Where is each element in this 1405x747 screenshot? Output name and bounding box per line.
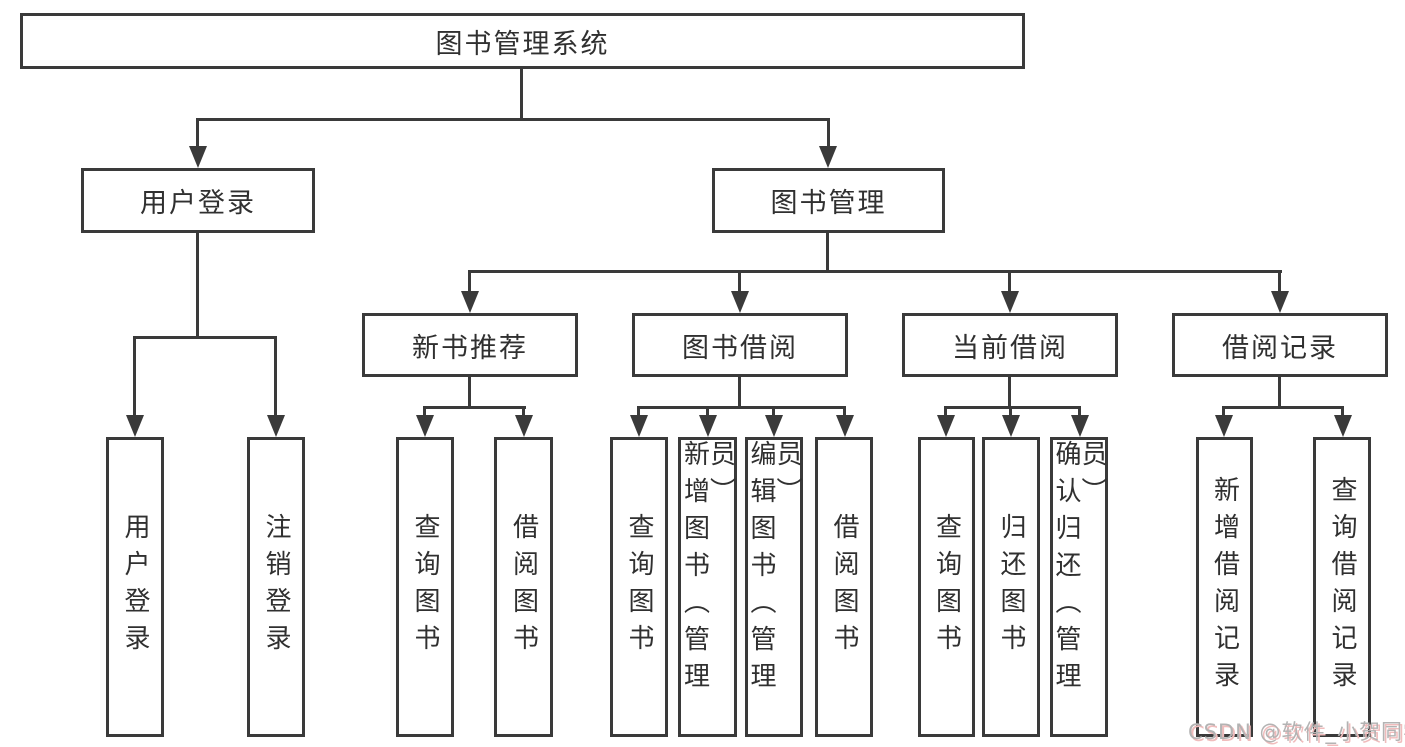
arrowhead: [1215, 415, 1233, 437]
node-label: 查询图书: [410, 513, 440, 661]
connector-records-stem: [1278, 377, 1281, 409]
arrowhead-user-login: [189, 146, 207, 168]
arrowhead: [765, 415, 783, 437]
connector-leg: [1222, 406, 1225, 420]
node-label: 借阅图书: [829, 513, 859, 661]
connector-bookmgmt-stem: [826, 233, 829, 273]
connector-leg-new-rec: [468, 270, 471, 298]
connector-current-rail: [944, 406, 1081, 409]
node-label: 归还图书: [996, 513, 1026, 661]
node-borrow-records: 借阅记录: [1172, 313, 1388, 377]
node-label: 查询图书: [931, 513, 962, 661]
arrowhead-borrow: [731, 291, 749, 313]
connector-leg: [522, 406, 525, 420]
arrowhead: [836, 415, 854, 437]
leaf-current-confirm-return-admin: 确认归还（管理员）: [1050, 437, 1108, 737]
arrowhead: [699, 415, 717, 437]
arrowhead: [1071, 415, 1089, 437]
node-label: 新书推荐: [412, 332, 528, 364]
arrowhead-new-rec: [461, 291, 479, 313]
leaf-current-query-book: 查询图书: [918, 437, 975, 737]
arrowhead: [1334, 415, 1352, 437]
node-new-book-recommend: 新书推荐: [362, 313, 578, 377]
connector-userlogin-rail: [133, 336, 277, 339]
connector-current-stem: [1008, 377, 1011, 409]
node-book-management: 图书管理: [712, 168, 945, 233]
leaf-borrow-add-book-admin: 新增图书（管理员）: [678, 437, 737, 737]
connector-leg-login-leaf: [133, 336, 136, 419]
node-label: 图书借阅: [682, 332, 798, 364]
node-label: 图书管理: [770, 188, 887, 219]
arrowhead-book-mgmt: [819, 146, 837, 168]
node-label: 用户登录: [120, 513, 150, 661]
node-label: 当前借阅: [952, 332, 1068, 364]
node-label: 图书管理系统: [435, 28, 610, 60]
connector-borrow-stem: [738, 377, 741, 409]
connector-leg: [706, 406, 709, 420]
connector-leg: [1341, 406, 1344, 420]
arrowhead: [937, 415, 955, 437]
connector-root-rail: [196, 118, 830, 121]
leaf-records-query-record: 查询借阅记录: [1313, 437, 1371, 737]
arrowhead: [630, 415, 648, 437]
leaf-user-login: 用户登录: [106, 437, 164, 737]
connector-leg: [944, 406, 947, 420]
connector-leg-book-mgmt: [827, 118, 830, 150]
connector-leg: [772, 406, 775, 420]
connector-leg-records: [1278, 270, 1281, 298]
arrowhead-records: [1271, 291, 1289, 313]
connector-leg-user-login: [196, 118, 199, 150]
arrowhead: [416, 415, 434, 437]
node-label: 用户登录: [140, 188, 256, 219]
connector-records-rail: [1222, 406, 1344, 409]
node-book-borrow: 图书借阅: [632, 313, 848, 377]
leaf-borrow-borrow-book: 借阅图书: [815, 437, 873, 737]
arrowhead-logout-leaf: [267, 415, 285, 437]
leaf-borrow-edit-book-admin: 编辑图书（管理员）: [745, 437, 803, 737]
connector-leg: [637, 406, 640, 420]
node-label: 编辑图书（管理员）: [746, 440, 802, 699]
node-label: 新增借阅记录: [1209, 476, 1240, 698]
leaf-borrow-query-book: 查询图书: [610, 437, 668, 737]
leaf-logout: 注销登录: [247, 437, 305, 737]
connector-bookmgmt-rail: [468, 270, 1282, 273]
leaf-newrec-query-book: 查询图书: [396, 437, 454, 737]
connector-leg: [1009, 406, 1012, 420]
node-label: 确认归还（管理员）: [1051, 440, 1107, 699]
connector-leg: [1078, 406, 1081, 420]
arrowhead: [1002, 415, 1020, 437]
csdn-watermark: CSDN @软件_小贺同学: [1188, 720, 1405, 744]
connector-newrec-stem: [468, 377, 471, 409]
node-label: 查询借阅记录: [1327, 476, 1357, 698]
arrowhead: [515, 415, 533, 437]
node-label: 新增图书（管理员）: [679, 440, 736, 699]
leaf-records-add-record: 新增借阅记录: [1196, 437, 1253, 737]
arrowhead-login-leaf: [126, 415, 144, 437]
connector-userlogin-stem: [196, 233, 199, 336]
connector-leg-logout-leaf: [274, 336, 277, 419]
leaf-current-return-book: 归还图书: [982, 437, 1040, 737]
connector-root-stem: [520, 69, 523, 118]
connector-leg-borrow: [738, 270, 741, 298]
node-library-system: 图书管理系统: [20, 13, 1025, 69]
node-label: 借阅记录: [1222, 332, 1338, 364]
connector-newrec-rail: [423, 406, 526, 409]
connector-leg-current: [1008, 270, 1011, 298]
connector-leg: [843, 406, 846, 420]
arrowhead-current: [1001, 291, 1019, 313]
connector-leg: [423, 406, 426, 420]
connector-borrow-rail: [637, 406, 846, 409]
node-label: 查询图书: [624, 513, 654, 661]
node-user-login-group: 用户登录: [81, 168, 315, 233]
node-label: 借阅图书: [508, 513, 539, 661]
leaf-newrec-borrow-book: 借阅图书: [494, 437, 553, 737]
node-label: 注销登录: [261, 513, 291, 661]
node-current-borrow: 当前借阅: [902, 313, 1118, 377]
